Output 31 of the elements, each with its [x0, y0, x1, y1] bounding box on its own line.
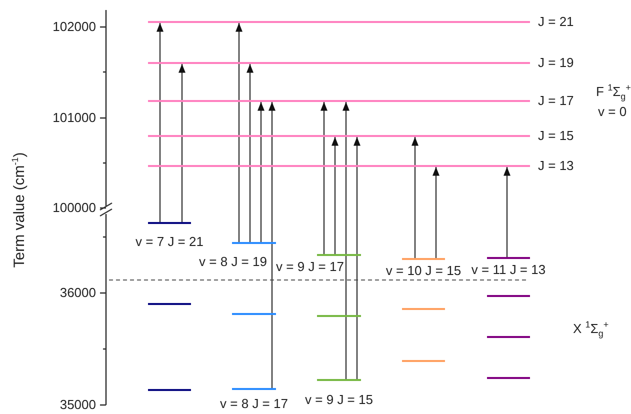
- transition-arrow: [504, 167, 510, 257]
- transition-arrow: [236, 23, 242, 242]
- level-label: v = 8 J = 19: [199, 254, 267, 269]
- transition-arrow: [342, 102, 350, 379]
- level-label: v = 8 J = 17: [220, 396, 288, 411]
- transition-arrow: [412, 137, 418, 258]
- level-label: J = 21: [538, 15, 574, 29]
- tick-label: 101000: [52, 111, 96, 125]
- level-label: v = 10 J = 15: [386, 263, 462, 278]
- level-label: v = 7 J = 21: [136, 234, 204, 249]
- tick-label: 35000: [60, 398, 96, 412]
- transition-arrow: [332, 137, 338, 254]
- state-label: v = 0: [598, 105, 627, 119]
- tick-label: 100000: [52, 201, 96, 215]
- level-label: v = 9 J = 17: [276, 259, 344, 274]
- tick-label: 102000: [52, 20, 96, 34]
- transition-arrow: [258, 102, 264, 242]
- level-label: J = 13: [538, 159, 574, 173]
- level-label: J = 19: [538, 56, 574, 70]
- tick-label: 36000: [60, 286, 96, 300]
- level-label: J = 17: [538, 94, 574, 108]
- transition-arrow: [320, 102, 328, 254]
- transition-arrow: [268, 102, 276, 388]
- transition-arrow: [354, 137, 360, 379]
- level-label: v = 11 J = 13: [471, 262, 546, 277]
- transition-arrow: [156, 23, 164, 222]
- transition-arrow: [178, 64, 186, 222]
- level-label: J = 15: [538, 129, 574, 143]
- transition-arrow: [246, 64, 254, 242]
- level-label: v = 9 J = 15: [305, 392, 373, 407]
- transition-arrow: [432, 167, 440, 258]
